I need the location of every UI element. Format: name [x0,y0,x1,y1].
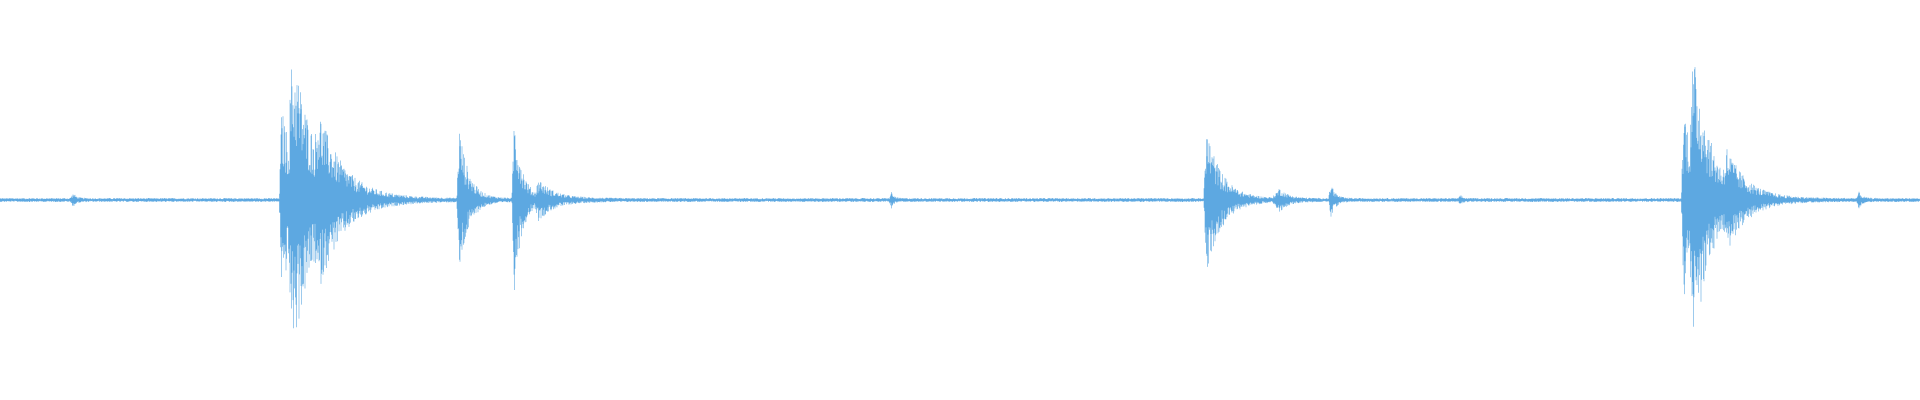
waveform-trace [0,67,1920,329]
